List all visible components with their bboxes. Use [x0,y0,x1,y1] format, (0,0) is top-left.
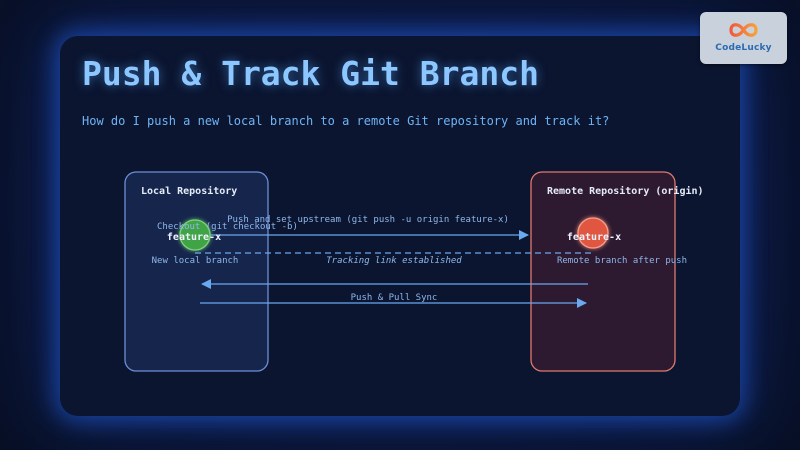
codelucky-logo: CodeLucky [700,12,787,64]
sync-label: Push & Pull Sync [351,293,438,303]
logo-wordmark: CodeLucky [715,43,772,53]
local-branch-node [179,219,211,251]
local-repository-box [124,171,269,372]
remote-repository-label: Remote Repository (origin) [547,185,704,197]
remote-branch-caption: Remote branch after push [557,256,687,266]
tracking-label: Tracking link established [326,256,462,266]
infinity-logo-icon [729,23,758,37]
content-panel [60,36,740,416]
local-branch-name: feature-x [167,232,221,243]
remote-repository-box [530,171,676,372]
remote-branch-name: feature-x [567,232,621,243]
remote-branch-node [577,217,609,249]
checkout-label: Checkout (git checkout -b) [157,222,298,232]
local-repository-label: Local Repository [141,185,237,197]
push-label: Push and set upstream (git push -u origi… [227,215,509,225]
local-branch-caption: New local branch [152,256,239,266]
page-subtitle: How do I push a new local branch to a re… [82,114,610,128]
page-title: Push & Track Git Branch [82,54,539,93]
